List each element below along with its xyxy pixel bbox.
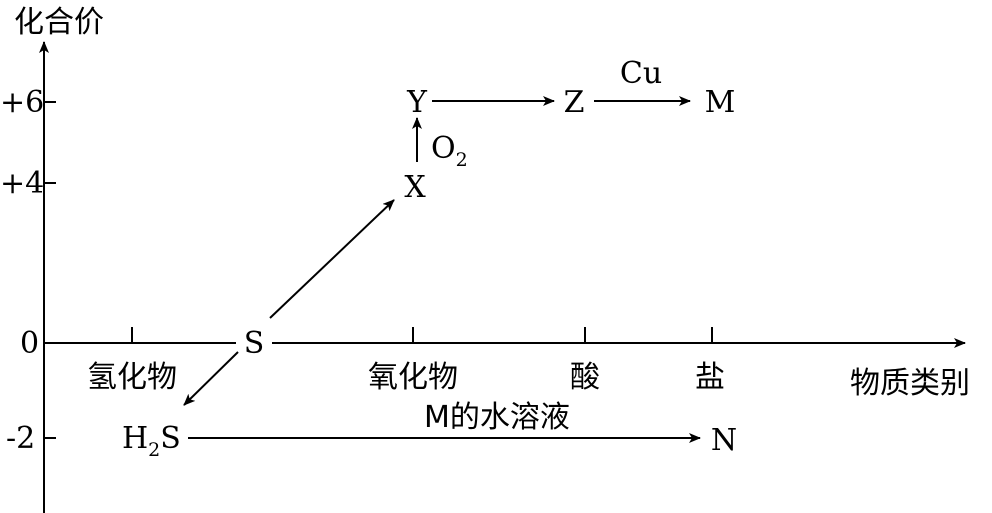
species-s: S xyxy=(244,326,265,361)
reagent-m-solution: M的水溶液 xyxy=(424,400,570,435)
species-z: Z xyxy=(564,85,585,120)
y-tick-label-plus6: +6 xyxy=(0,85,44,120)
arrow-s-to-x xyxy=(269,199,395,319)
h2s-subscript: 2 xyxy=(148,439,160,461)
species-n: N xyxy=(711,423,737,458)
reagent-cu: Cu xyxy=(620,56,662,91)
arrow-s-to-h2s xyxy=(183,351,239,406)
species-y: Y xyxy=(406,85,428,120)
o2-o: O xyxy=(431,131,456,166)
reagent-o2: O2 xyxy=(431,131,468,171)
x-category-hydride: 氢化物 xyxy=(87,360,177,395)
x-category-oxide: 氧化物 xyxy=(368,360,458,395)
y-axis-title: 化合价 xyxy=(14,5,104,40)
y-tick-label-minus2: -2 xyxy=(6,421,35,456)
x-category-salt: 盐 xyxy=(695,360,725,395)
s-label-mask xyxy=(236,326,272,360)
o2-subscript: 2 xyxy=(456,149,468,171)
species-m: M xyxy=(705,85,736,120)
species-x: X xyxy=(404,170,426,205)
y-tick-label-zero: 0 xyxy=(20,326,39,361)
h2s-s: S xyxy=(160,421,181,456)
x-category-acid: 酸 xyxy=(570,360,600,395)
h2s-h: H xyxy=(122,421,148,456)
x-axis-title: 物质类别 xyxy=(850,366,970,401)
y-tick-label-plus4: +4 xyxy=(0,166,44,201)
species-h2s: H2S xyxy=(122,421,181,461)
